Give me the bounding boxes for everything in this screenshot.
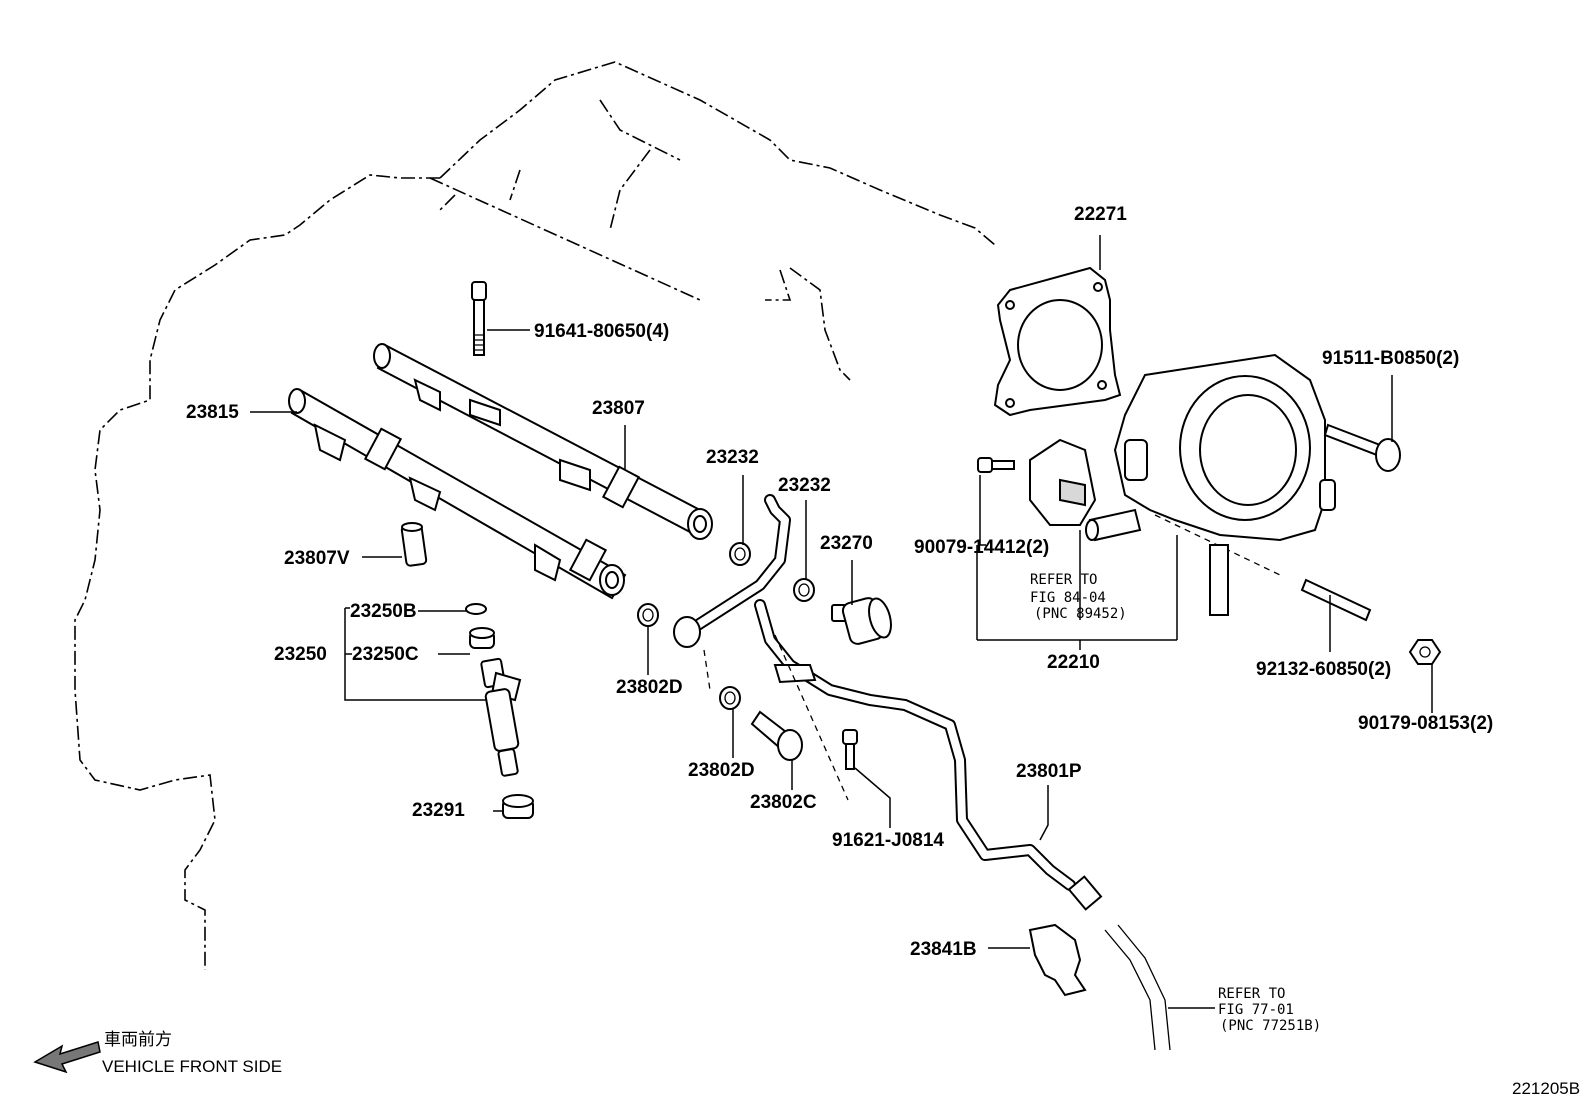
label-23801p: 23801P [1016,761,1082,782]
label-23291: 23291 [412,800,465,821]
figure-id: 221205B [1512,1079,1580,1098]
screw-90079 [977,457,1015,473]
fuel-hose-23801p [754,599,1103,911]
front-label-english: VEHICLE FRONT SIDE [102,1057,282,1076]
label-90079: 90079-14412(2) [914,537,1049,558]
o-ring-23250b [465,603,487,615]
refer-77-line1: REFER TO [1218,986,1285,1002]
throttle-sensor [1029,438,1097,526]
gasket-23232-a [729,542,751,566]
refer-84-line3: (PNC 89452) [1034,606,1127,622]
fuel-rail-23815 [288,388,627,600]
stud-92132 [1300,578,1372,622]
label-23802d-a: 23802D [616,677,683,698]
pulsation-damper-23270 [831,597,892,645]
screw-91621 [842,729,858,770]
plug-23807v [400,522,428,567]
label-23807v: 23807V [284,548,350,569]
label-23807: 23807 [592,398,645,419]
label-91641: 91641-80650(4) [534,321,669,342]
label-23270: 23270 [820,533,873,554]
label-91621: 91621-J0814 [832,830,944,851]
clip-23841b [1028,923,1087,997]
label-23815: 23815 [186,402,239,423]
throttle-body-22210 [1085,353,1336,616]
cushion-23250c [469,627,495,649]
leader-lines [250,235,1433,1009]
nut-90179 [1408,639,1442,665]
refer-note-84-04: REFER TO FIG 84-04 (PNC 89452) [1030,572,1127,622]
refer-77-line2: FIG 77-01 [1218,1002,1294,1018]
injector-23250 [480,657,522,777]
part-labels: 22271 91641-80650(4) 91511-B0850(2) 2381… [186,204,1493,960]
front-label-japanese: 車両前方 [104,1030,172,1049]
gasket-23802d-a [637,603,659,627]
bolt-91641 [471,281,487,356]
gasket-22271 [993,266,1122,417]
vehicle-front-indicator: 車両前方 VEHICLE FRONT SIDE [33,1030,282,1076]
refer-note-77-01: REFER TO FIG 77-01 (PNC 77251B) [1218,986,1321,1034]
label-23802d-b: 23802D [688,760,755,781]
label-23232-b: 23232 [778,475,831,496]
engine-outline [74,61,996,970]
fuel-line-77-01 [1104,924,1171,1051]
label-23250c: 23250C [352,644,419,665]
label-92132: 92132-60850(2) [1256,659,1391,680]
label-23250: 23250 [274,644,327,665]
fuel-rail-23807 [373,343,713,540]
label-23841b: 23841B [910,939,977,960]
label-90179: 90179-08153(2) [1358,713,1493,734]
gasket-23802d-b [719,686,741,710]
bolt-91511 [1323,423,1401,472]
label-22210: 22210 [1047,652,1100,673]
refer-84-line2: FIG 84-04 [1030,590,1106,606]
union-bolt-23802c [750,710,803,761]
front-arrow-icon [33,1041,101,1074]
insulator-23291 [502,794,534,819]
label-91511: 91511-B0850(2) [1322,348,1459,369]
refer-77-line3: (PNC 77251B) [1220,1018,1321,1034]
label-23802c: 23802C [750,792,817,813]
gasket-23232-b [793,578,815,602]
label-23250b: 23250B [350,601,417,622]
fuel-pipe [673,494,791,648]
refer-84-line1: REFER TO [1030,572,1097,588]
label-23232-a: 23232 [706,447,759,468]
label-22271: 22271 [1074,204,1127,225]
